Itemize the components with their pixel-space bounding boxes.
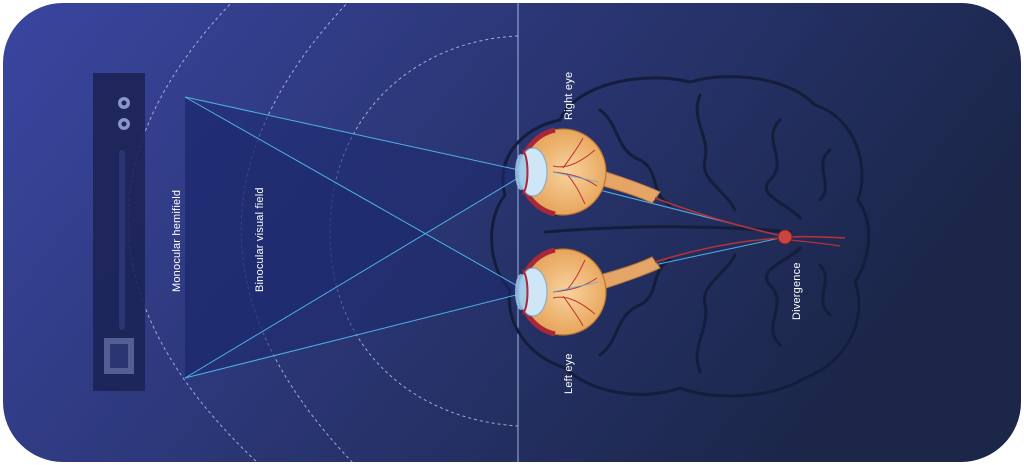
label-binocular-visual-field: Binocular visual field — [254, 187, 266, 292]
optic-nerves — [595, 169, 846, 291]
divergence-point-icon — [777, 229, 793, 245]
measurement-strip-icon — [93, 73, 145, 391]
label-monocular-hemifield: Monocular hemifield — [171, 190, 183, 292]
left-eye-field — [185, 97, 528, 378]
left-optic-nerve — [595, 256, 661, 291]
label-divergence: Divergence — [791, 262, 803, 320]
visual-field-cones — [185, 97, 528, 378]
right-eye-icon — [515, 127, 607, 217]
label-left-eye: Left eye — [563, 353, 575, 394]
right-optic-nerve — [595, 169, 661, 204]
label-right-eye: Right eye — [563, 72, 575, 120]
left-eye-icon — [515, 247, 607, 337]
